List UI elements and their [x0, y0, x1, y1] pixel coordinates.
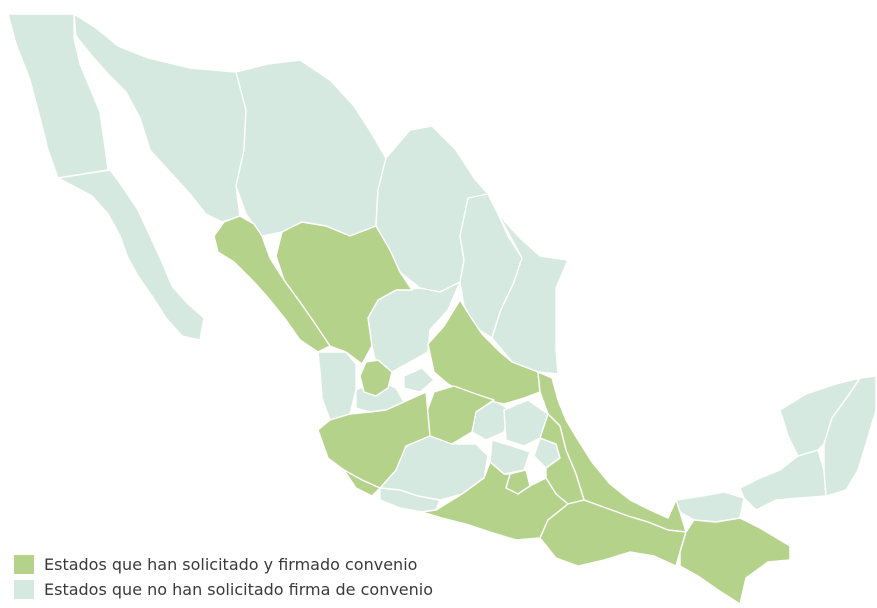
- state-campeche: [739, 449, 827, 511]
- map-legend: Estados que han solicitado y firmado con…: [14, 552, 433, 602]
- state-oaxaca: [539, 499, 687, 567]
- legend-item-signed: Estados que han solicitado y firmado con…: [14, 552, 433, 577]
- legend-label-not-signed: Estados que no han solicitado firma de c…: [44, 580, 434, 599]
- state-guerrero: [421, 461, 569, 541]
- state-chiapas: [679, 517, 791, 605]
- state-colima: [343, 469, 381, 497]
- state-nayarit: [317, 351, 357, 421]
- legend-swatch-signed: [14, 555, 34, 574]
- state-aguascalientes: [403, 367, 435, 393]
- legend-swatch-not-signed: [14, 580, 34, 599]
- state-sonora: [73, 13, 247, 223]
- state-chihuahua: [235, 59, 387, 237]
- states-not-signed: [7, 13, 877, 523]
- states-signed: [213, 215, 791, 605]
- state-zacatecas: [367, 281, 461, 373]
- legend-label-signed: Estados que han solicitado y firmado con…: [44, 555, 418, 574]
- legend-item-not-signed: Estados que no han solicitado firma de c…: [14, 577, 433, 602]
- state-zacatecas-south: [359, 359, 393, 397]
- state-tamaulipas: [491, 213, 569, 375]
- state-baja-california-sur: [57, 169, 205, 341]
- state-tabasco: [675, 491, 745, 523]
- state-durango: [275, 221, 413, 365]
- state-quintana-roo: [823, 375, 877, 497]
